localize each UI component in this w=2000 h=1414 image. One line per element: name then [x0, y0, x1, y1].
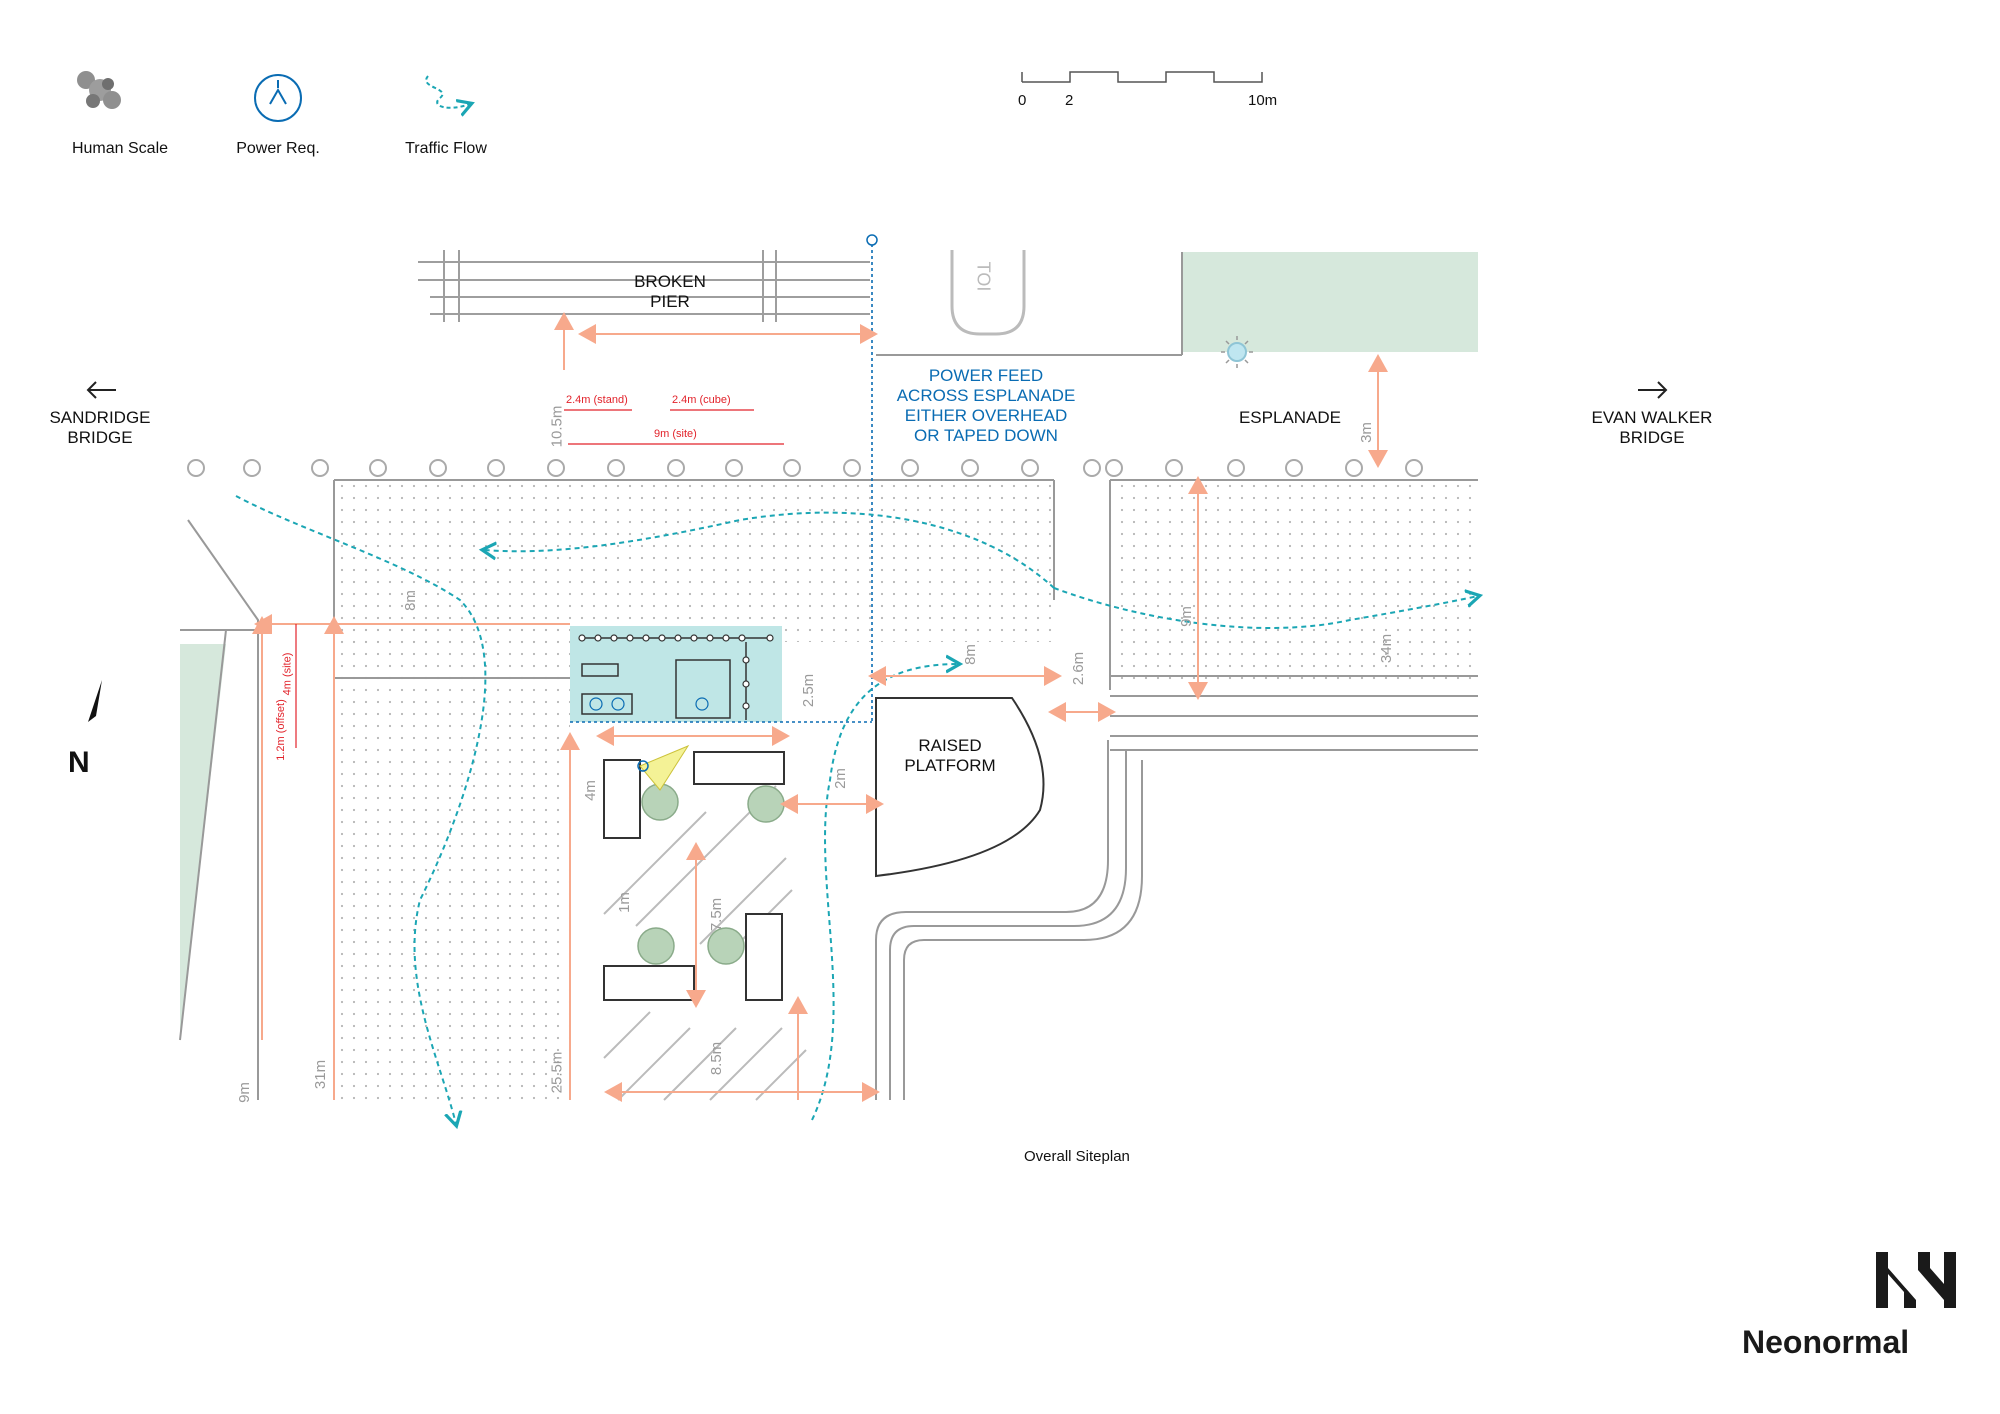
toilet-label: TOI [973, 261, 994, 292]
dim-8-right: 8m [961, 644, 979, 665]
dim-2-6: 2.6m [1070, 651, 1088, 686]
caption: Overall Siteplan [1024, 1148, 1130, 1165]
dim-10-5: 10.5m [548, 405, 566, 448]
neonormal-logo-text: Neonormal [1742, 1324, 1910, 1360]
dim-31: 31m [312, 1059, 330, 1090]
raised-platform-label: RAISED PLATFORM [904, 736, 996, 775]
sandridge-bridge-label: SANDRIDGE BRIDGE [49, 408, 151, 447]
dim-1: 1m [615, 892, 633, 913]
dim-8-5: 8.5m [708, 1041, 726, 1076]
north-arrow-icon [88, 680, 102, 722]
scale-tick-0: 0 [1018, 92, 1027, 109]
dim-7-5: 7.5m [708, 897, 726, 932]
raised-platform [875, 697, 1045, 878]
power-feed-line [570, 244, 873, 723]
dim-2: 2m [831, 768, 849, 789]
dim-9-right: 9m [1177, 606, 1195, 627]
esplanade-label: ESPLANADE [1238, 408, 1342, 427]
evan-walker-bridge-label: EVAN WALKER BRIDGE [1591, 408, 1713, 447]
dim-site: 9m (site) [654, 428, 697, 440]
power-icon [254, 74, 302, 122]
red-dimensions [295, 409, 784, 748]
legend-human-scale-label: Human Scale [71, 140, 169, 157]
dim-34: 34m [1378, 633, 1396, 664]
scale-tick-2: 2 [1065, 92, 1074, 109]
bollard-row [187, 459, 1423, 477]
broken-pier-label: BROKEN PIER [634, 272, 706, 311]
dimension-arrows [252, 312, 1388, 1102]
dim-9-left: 9m [235, 1082, 253, 1103]
toilet-block [950, 250, 1026, 336]
planter-boxes [603, 751, 785, 1001]
broken-pier [418, 250, 870, 322]
dim-8-left: 8m [401, 590, 419, 611]
light-beam [639, 744, 690, 791]
dim-3: 3m [1357, 422, 1375, 443]
traffic-flow-icon [425, 75, 470, 108]
traffic-flow-paths [235, 495, 1478, 1124]
green-area-top-right [1182, 252, 1478, 352]
direction-arrows [86, 381, 1668, 399]
legend-traffic-flow-label: Traffic Flow [405, 140, 487, 157]
paving-outline [179, 479, 1478, 1100]
dim-cube: 2.4m (cube) [672, 394, 731, 406]
paving [334, 480, 1478, 1100]
neonormal-logo [1876, 1252, 1956, 1308]
scale-tick-10: 10m [1248, 92, 1278, 109]
north-label: N [68, 746, 90, 779]
dim-25-5: 25.5m [548, 1051, 566, 1094]
power-feed-label: POWER FEED ACROSS ESPLANADE EITHER OVERH… [896, 366, 1076, 445]
dim-site-vertical: 4m (site) [281, 652, 294, 696]
human-scale-icon [77, 71, 121, 109]
dim-stand: 2.4m (stand) [566, 394, 628, 406]
scale-bar [1021, 71, 1263, 83]
legend-power-label: Power Req. [236, 140, 320, 157]
light-icon [1221, 336, 1253, 368]
dim-offset: 1.2m (offset) [274, 699, 287, 761]
dim-2-5: 2.5m [800, 673, 818, 708]
dim-4: 4m [581, 780, 599, 801]
